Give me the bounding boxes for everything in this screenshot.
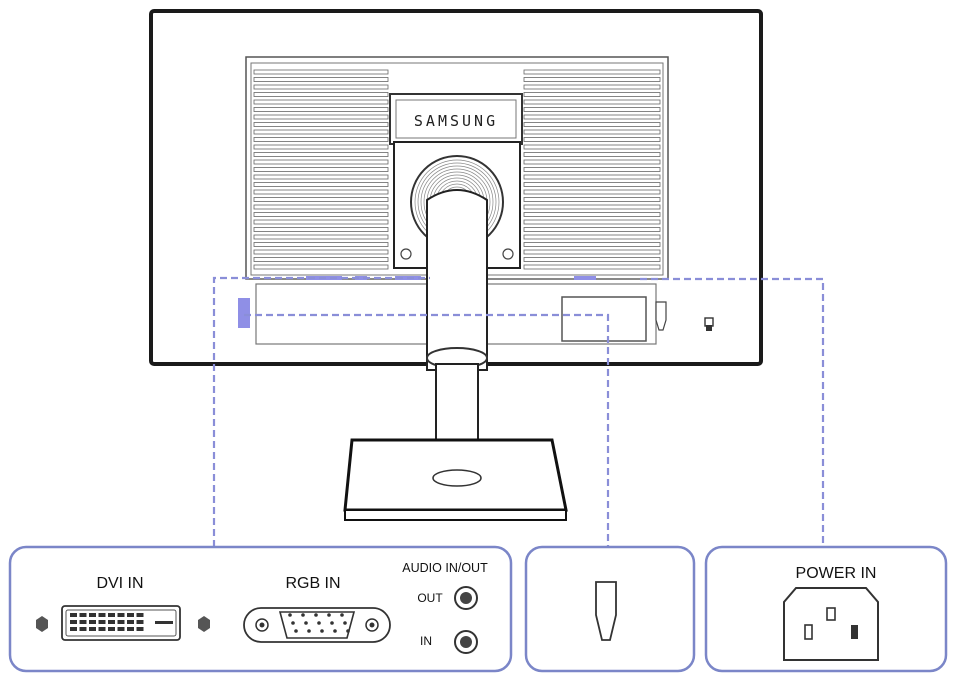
power-socket-icon (783, 587, 879, 661)
dvi-rgb-port-highlight (238, 298, 250, 328)
rgb-in-label: RGB IN (285, 575, 340, 592)
vent-grille (253, 69, 661, 270)
audio-in-out-label: AUDIO IN/OUT (402, 561, 488, 575)
monitor-stand (343, 189, 568, 521)
audio-in-label: IN (420, 634, 432, 648)
connector-panel-right: POWER IN (704, 545, 948, 673)
audio-jack-icon (454, 586, 478, 654)
samsung-badge: SAMSUNG (389, 93, 523, 145)
leader-lines (212, 276, 825, 547)
power-port-housing (561, 296, 647, 342)
audio-out-label: OUT (417, 591, 443, 605)
vga-port-icon (243, 607, 391, 643)
connector-panel-left: DVI IN RGB IN AUDIO IN/OUT OUT IN (8, 545, 513, 673)
power-in-label: POWER IN (796, 565, 877, 582)
usb-port-icon (595, 581, 617, 641)
dvi-in-label: DVI IN (96, 575, 143, 592)
port-indicators (238, 296, 714, 342)
screw-icon (502, 248, 514, 260)
brand-logo: SAMSUNG (414, 112, 498, 130)
connector-panel-middle (524, 545, 696, 673)
usb-port-icon (655, 301, 667, 331)
dvi-port-icon (36, 605, 210, 641)
kensington-lock-icon (704, 317, 714, 331)
screw-icon (400, 248, 412, 260)
